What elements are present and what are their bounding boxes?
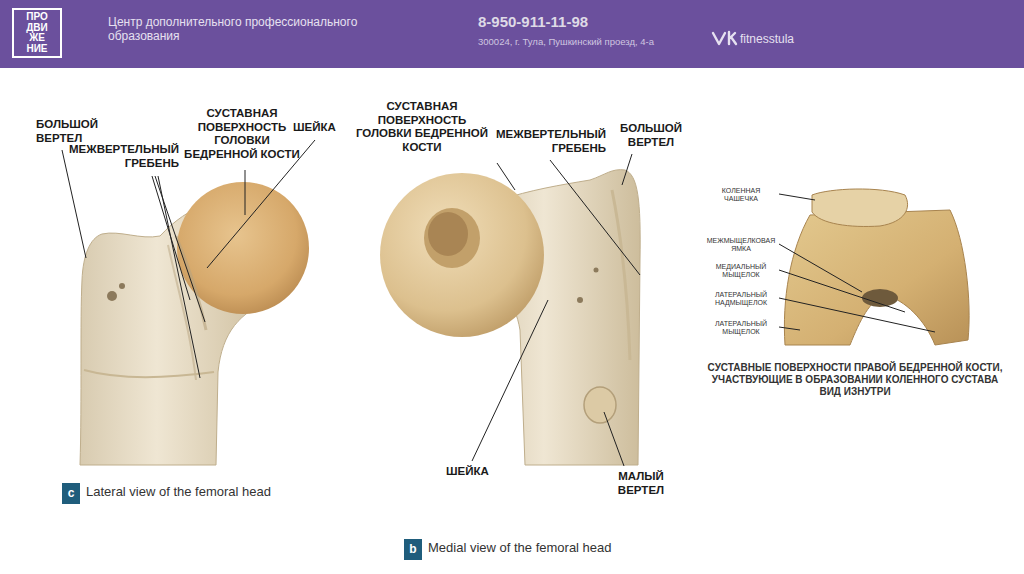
figure-caption: СУСТАВНЫЕ ПОВЕРХНОСТИ ПРАВОЙ БЕДРЕННОЙ К…	[700, 362, 1010, 397]
org-name: Центр дополнительного профессионального …	[108, 15, 398, 44]
panel-letter: c	[68, 486, 75, 500]
part-label: МЕЖВЕРТЕЛЬНЫЙ ГРЕБЕНЬ	[64, 143, 179, 170]
part-label: СУСТАВНАЯ ПОВЕРХНОСТЬ ГОЛОВКИ БЕДРЕННОЙ …	[352, 100, 492, 154]
figure-caption: Lateral view of the femoral head	[86, 484, 271, 499]
part-label: БОЛЬШОЙ ВЕРТЕЛ	[36, 118, 98, 145]
part-label: МАЛЫЙ ВЕРТЕЛ	[610, 470, 672, 497]
part-label: КОЛЕННАЯ ЧАШЕЧКА	[706, 187, 776, 204]
logo-box: ПРО ДВИ ЖЕ НИЕ	[12, 8, 62, 58]
femur-medial	[380, 170, 640, 465]
logo-text: ПРО ДВИ ЖЕ НИЕ	[22, 12, 52, 54]
part-label: МЕДИАЛЬНЫЙ МЫЩЕЛОК	[706, 263, 776, 280]
knee-femur	[784, 189, 969, 345]
address: 300024, г. Тула, Пушкинский проезд, 4-а	[478, 36, 708, 47]
panel-letter-box: c	[62, 483, 80, 504]
header-band: Центр дополнительного профессионального …	[0, 0, 1024, 68]
femur-lateral	[80, 182, 309, 465]
part-label: ШЕЙКА	[446, 465, 489, 479]
part-label: МЕЖВЕРТЕЛЬНЫЙ ГРЕБЕНЬ	[488, 128, 606, 155]
part-label: ШЕЙКА	[293, 121, 336, 135]
leader-lines	[62, 140, 935, 466]
social-handle: fitnesstula	[740, 32, 860, 46]
phone-number: 8-950-911-11-98	[478, 13, 678, 31]
part-label: СУСТАВНАЯ ПОВЕРХНОСТЬ ГОЛОВКИ БЕДРЕННОЙ …	[182, 107, 302, 161]
part-label: ЛАТЕРАЛЬНЫЙ МЫЩЕЛОК	[706, 320, 776, 337]
part-label: ЛАТЕРАЛЬНЫЙ НАДМЫЩЕЛОК	[706, 291, 776, 308]
panel-letter-box: b	[404, 539, 422, 560]
vk-icon	[713, 32, 736, 44]
panel-letter: b	[409, 542, 416, 556]
part-label: МЕЖМЫЩЕЛКОВАЯ ЯМКА	[706, 237, 776, 254]
figure-caption: Medial view of the femoral head	[428, 540, 612, 555]
header-band	[0, 0, 1024, 68]
part-label: БОЛЬШОЙ ВЕРТЕЛ	[618, 122, 684, 149]
